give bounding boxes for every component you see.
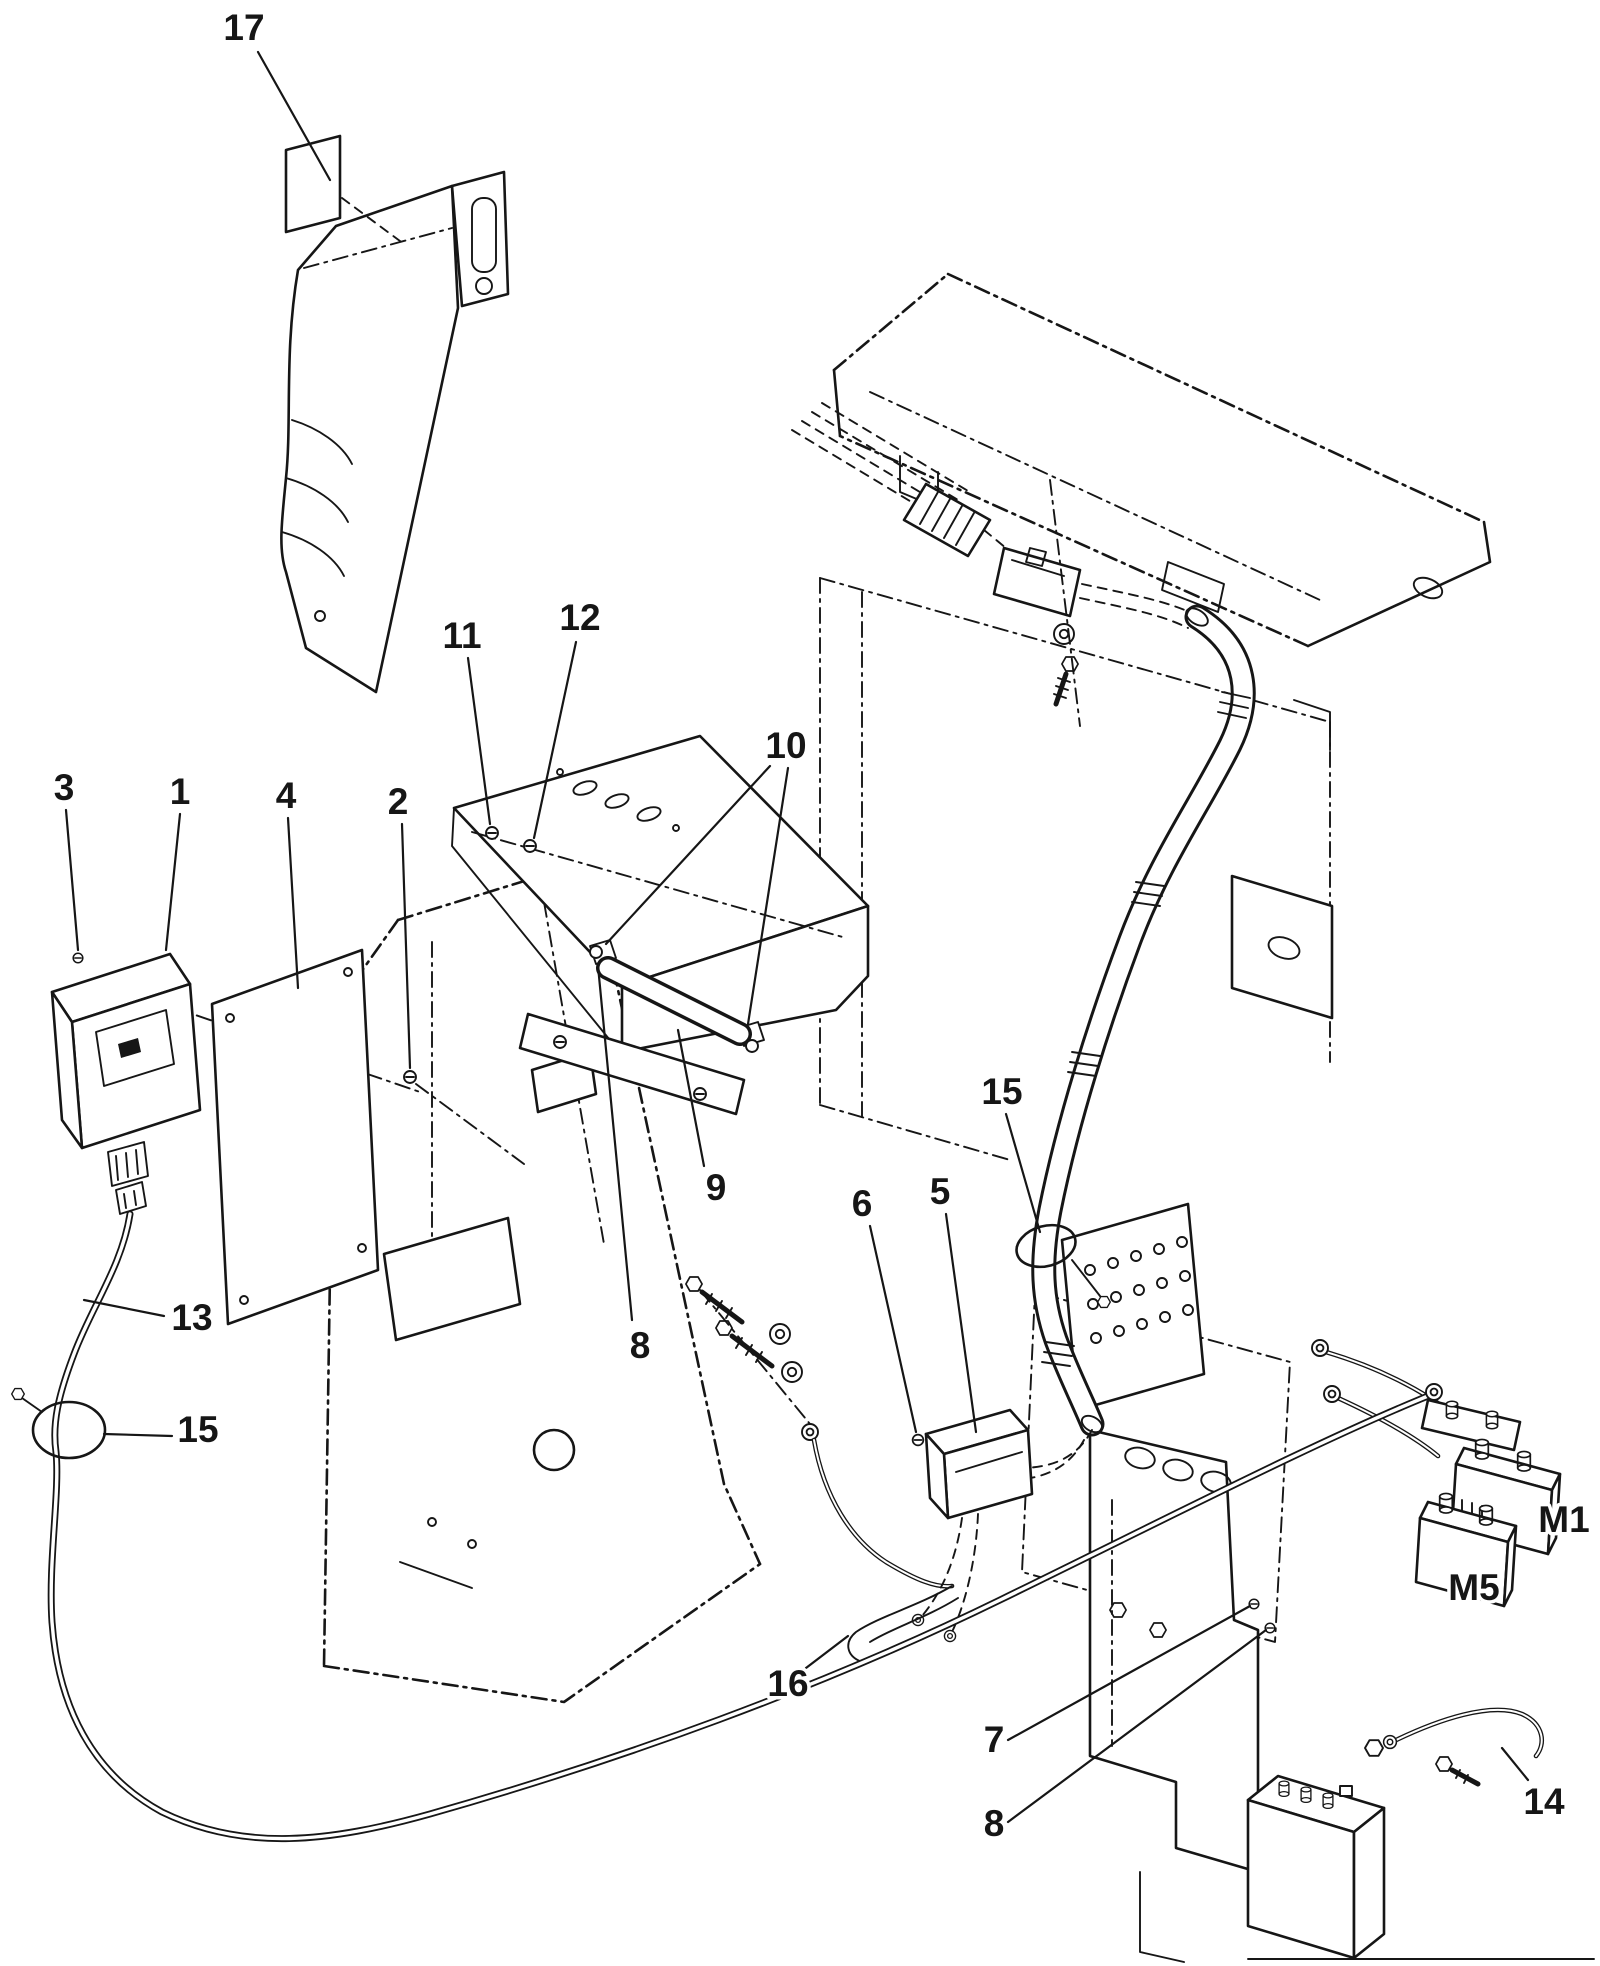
- callout-label-16: 16: [767, 1663, 808, 1704]
- panel-bolt-7: [1248, 1598, 1260, 1610]
- decal-plate: [284, 134, 342, 234]
- callout-label-1: 1: [170, 771, 191, 812]
- callout-label-7: 7: [984, 1719, 1005, 1760]
- callout-labels: 17 11 12 10 3 1 4 2 15 5 6 9 13 8 15 16 …: [50, 4, 1593, 1848]
- console-side-cover: [280, 134, 510, 694]
- display-control-unit: [50, 952, 202, 1215]
- callout-label-12: 12: [559, 597, 600, 638]
- callout-label-m5: M5: [1448, 1567, 1499, 1608]
- switch-module: [911, 1408, 1034, 1643]
- handle-bracket: [518, 1012, 746, 1116]
- contactor-m5: [1414, 1492, 1518, 1608]
- cable-clamp: [11, 1387, 107, 1460]
- mounting-plate: [139, 948, 421, 1326]
- callout-label-6: 6: [852, 1183, 873, 1224]
- callout-label-8-lower: 8: [984, 1803, 1005, 1844]
- screw-2: [403, 1070, 417, 1084]
- callout-label-8-upper: 8: [630, 1325, 651, 1366]
- handle-bolt-right: [745, 1039, 759, 1053]
- callout-label-10: 10: [765, 725, 806, 766]
- display-connector: [107, 1141, 149, 1187]
- center-hardware: [685, 1276, 955, 1589]
- console-handle: [589, 939, 765, 1053]
- loom-clamp: [1015, 1223, 1111, 1309]
- callout-label-4: 4: [276, 775, 297, 816]
- lower-wire-bundle: [847, 1585, 959, 1663]
- terminal-nut: [1364, 1739, 1384, 1757]
- screw-11: [485, 826, 499, 840]
- top-cover-panel: [832, 272, 1492, 648]
- callout-label-11: 11: [442, 615, 481, 656]
- panel-hole-grid: [1084, 1236, 1194, 1344]
- contactor-bracket: [1420, 1398, 1522, 1452]
- callout-label-14: 14: [1523, 1781, 1565, 1822]
- callout-label-3: 3: [54, 767, 75, 808]
- controller-module: [1246, 1707, 1545, 1960]
- handle-bolt-left: [589, 945, 603, 959]
- cover-side-plate: [450, 170, 510, 308]
- loom-hash-marks: [1041, 691, 1251, 1367]
- wiring-harness-connector: [791, 402, 1195, 727]
- panel-nut: [1149, 1622, 1167, 1638]
- dash-console: [451, 734, 870, 1116]
- leader-lines: [64, 50, 1530, 1824]
- callout-label-9: 9: [706, 1167, 727, 1208]
- callout-label-17: 17: [223, 7, 264, 48]
- callout-label-m1: M1: [1538, 1499, 1589, 1540]
- callout-label-15-loom: 15: [981, 1071, 1022, 1112]
- callout-label-15-cable: 15: [177, 1409, 218, 1450]
- contactor-assembly: [1311, 1339, 1562, 1608]
- ring-terminal: [801, 1423, 819, 1441]
- screw-6: [911, 1433, 925, 1447]
- screw-3: [72, 952, 84, 964]
- display-cable: [47, 1210, 1443, 1843]
- callout-label-13: 13: [171, 1297, 212, 1338]
- screw-12: [523, 839, 537, 853]
- callout-label-5: 5: [930, 1171, 951, 1212]
- callout-label-2: 2: [388, 781, 409, 822]
- battery-cable-14: [1382, 1707, 1545, 1759]
- panel-bolt-8: [1264, 1622, 1276, 1634]
